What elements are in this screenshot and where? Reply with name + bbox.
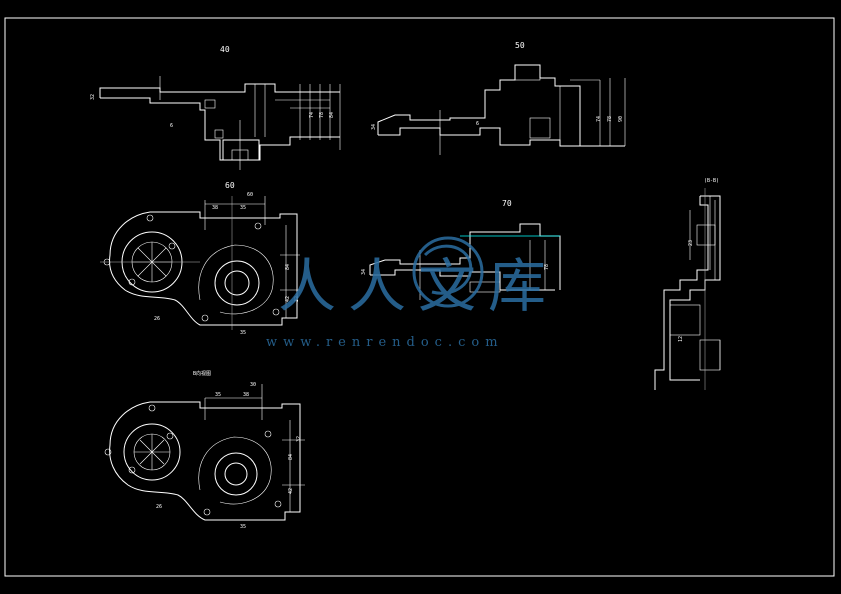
view-side-section: (B-B) 23 12 [654,178,721,390]
dim-32-mid: 32 [294,296,300,302]
view-label-bb: (B-B) [704,178,719,184]
dim-34-mid: 34 [361,269,367,275]
dim-6: 6 [170,123,173,129]
view-label-50: 50 [515,41,525,50]
dim-38-b: 38 [243,392,249,398]
dim-90: 90 [618,116,624,122]
dim-42-b: 42 [288,488,294,494]
sheet-frame [4,17,835,577]
dim-12: 12 [678,336,684,342]
dim-35-b-bottom: 35 [240,524,246,530]
view-label-b: B向视图 [193,370,211,377]
dim-78b: 78 [607,116,613,122]
dim-26: 26 [154,316,160,322]
dim-78-mid: 78 [544,264,550,270]
view-mid-left: 60 60 38 35 84 42 32 35 [100,181,300,336]
dim-74b: 74 [596,116,602,122]
dim-84: 84 [329,112,335,118]
dim-34: 34 [371,124,377,130]
dim-84-b: 84 [288,454,294,460]
dim-78: 78 [319,112,325,118]
dim-23: 23 [688,240,694,246]
watermark-brand: 人人文库 [278,252,558,320]
watermark: 人人文库 www.renrendoc.com [266,236,558,350]
dim-32: 32 [90,94,96,100]
dim-74: 74 [309,112,315,118]
dim-35-bottom: 35 [240,330,246,336]
watermark-logo-icon [412,236,484,308]
view-top-right: 50 74 78 90 6 34 [371,41,626,155]
dim-35-b: 35 [215,392,221,398]
dim-30-b: 30 [250,382,256,388]
dim-32-b: 32 [296,436,302,442]
watermark-url: www.renrendoc.com [266,335,504,350]
view-label-70: 70 [502,199,512,208]
view-top-left: 40 32 74 78 84 6 [90,45,341,170]
view-label-60: 60 [225,181,235,190]
dim-84-mid: 84 [285,264,291,270]
dim-42: 42 [285,296,291,302]
view-label-40: 40 [220,45,230,54]
dim-60-top: 60 [247,192,253,198]
view-bottom-left: B向视图 30 35 38 84 32 42 35 26 [104,370,305,530]
dim-38: 38 [212,205,218,211]
dim-35: 35 [240,205,246,211]
view-mid-right: 70 78 34 [361,199,561,300]
dim-6b: 6 [476,121,479,127]
dim-26-b: 26 [156,504,162,510]
